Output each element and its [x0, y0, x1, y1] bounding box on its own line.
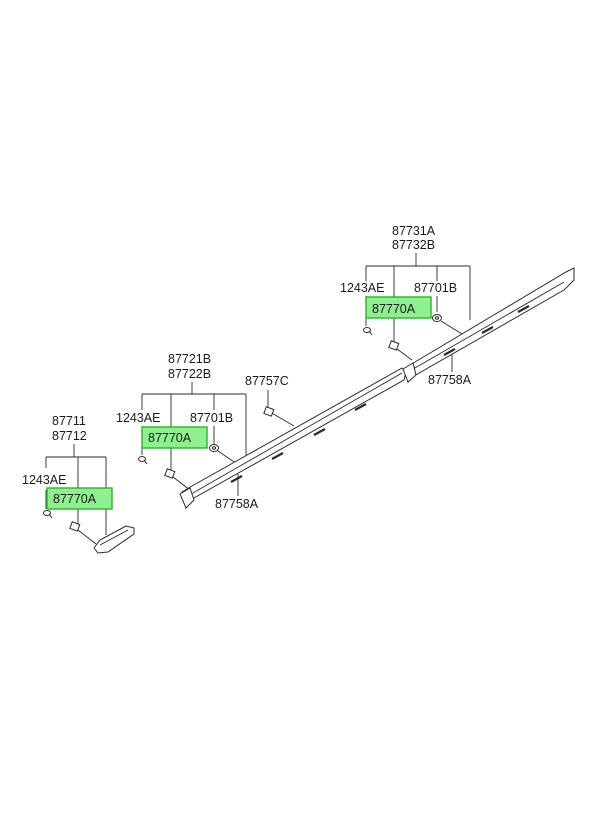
group-front: 87711 87712 1243AE 87770A — [22, 414, 135, 554]
middle-87701b-label: 87701B — [190, 411, 233, 425]
middle-highlight-box[interactable] — [141, 426, 208, 449]
rear-87758a-label: 87758A — [428, 373, 472, 387]
middle-87770a-label[interactable]: 87770A — [148, 431, 192, 445]
screw-icon — [43, 510, 53, 519]
front-1243ae-label: 1243AE — [22, 473, 66, 487]
rear-header-line2: 87732B — [392, 238, 435, 252]
rear-87770a-label[interactable]: 87770A — [372, 302, 416, 316]
middle-leader-lines — [141, 382, 247, 470]
front-header-line2: 87712 — [52, 429, 87, 443]
clip-icon — [69, 521, 97, 545]
front-molding-piece — [93, 525, 135, 554]
front-leader-lines — [45, 444, 107, 535]
rear-87701b-label: 87701B — [414, 281, 457, 295]
middle-87757c-label: 87757C — [245, 374, 289, 388]
rear-highlight-box[interactable] — [365, 296, 432, 319]
rear-molding-strip — [402, 267, 575, 384]
rear-header-line1: 87731A — [392, 224, 436, 238]
group-middle: 87721B 87722B 1243AE 87701B 87770A 87757… — [116, 352, 295, 511]
screw-icon — [363, 327, 373, 336]
front-highlight-box[interactable] — [46, 487, 113, 510]
nut-icon — [432, 314, 463, 335]
middle-molding-strip — [179, 367, 407, 510]
clip-icon — [263, 406, 275, 417]
front-87770a-label[interactable]: 87770A — [53, 492, 97, 506]
rear-1243ae-label: 1243AE — [340, 281, 384, 295]
front-header-line1: 87711 — [52, 414, 86, 428]
middle-header-line1: 87721B — [168, 352, 211, 366]
middle-87758a-label: 87758A — [215, 497, 259, 511]
clip-icon — [164, 468, 191, 491]
middle-header-line2: 87722B — [168, 367, 211, 381]
screw-icon — [138, 456, 148, 465]
middle-1243ae-label: 1243AE — [116, 411, 160, 425]
group-rear: 87731A 87732B 1243AE 87701B 87770A 87758… — [340, 224, 472, 387]
clip-icon — [388, 340, 413, 361]
